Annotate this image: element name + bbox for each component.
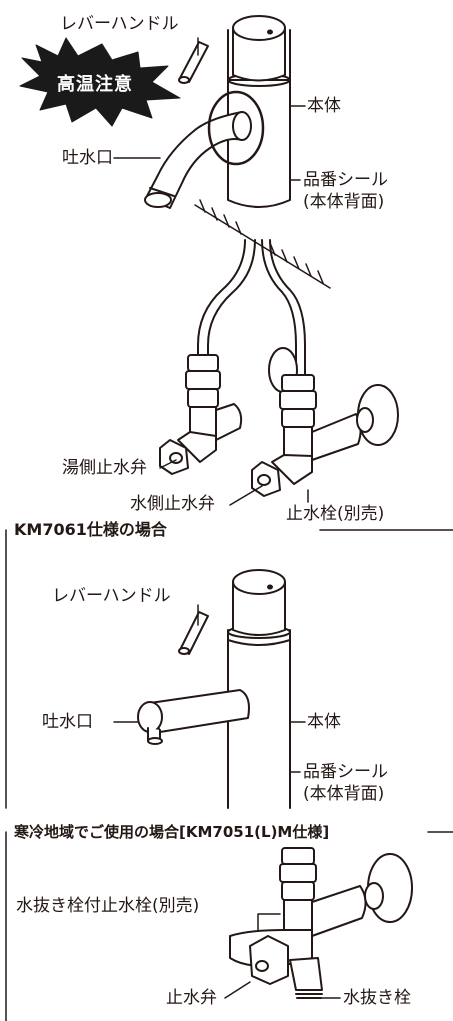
faucet-km7061-illustration <box>137 569 291 809</box>
label-part-number-seal-location-2: (本体背面) <box>303 784 385 804</box>
label-stop-valve: 止水栓(別売) <box>286 504 385 524</box>
label-lever-handle: レバーハンドル <box>60 14 179 34</box>
label-cold-side-valve: 水側止水弁 <box>130 494 215 514</box>
section2-heading: KM7061仕様の場合 <box>14 520 170 540</box>
section2-frame <box>5 529 453 809</box>
label-part-number-seal-location: (本体背面) <box>303 192 385 212</box>
label-hot-side-valve: 湯側止水弁 <box>62 458 147 478</box>
leader-lines-2 <box>113 604 306 773</box>
high-temp-warning: 高温注意 <box>57 74 133 95</box>
faucet-main-illustration <box>144 15 291 209</box>
drain-valve-illustration <box>229 847 413 999</box>
label-spout-2: 吐水口 <box>42 712 93 732</box>
section3-frame <box>5 831 453 1021</box>
cold-valve-assembly <box>251 374 399 497</box>
label-part-number-seal: 品番シール <box>303 170 388 190</box>
starburst-icon <box>19 37 181 127</box>
supply-hoses <box>197 239 306 376</box>
spout-highlight-ellipse <box>207 90 265 166</box>
label-body-2: 本体 <box>307 712 341 732</box>
label-body: 本体 <box>307 96 341 116</box>
label-part-number-seal-2: 品番シール <box>303 762 388 782</box>
label-spout: 吐水口 <box>62 148 113 168</box>
hot-valve-assembly <box>159 354 243 475</box>
leader-lines-3 <box>224 913 341 999</box>
label-lever-handle-2: レバーハンドル <box>52 586 171 606</box>
label-drain-plug: 水抜き栓 <box>343 988 411 1008</box>
leader-lines-1 <box>113 37 309 506</box>
label-stop-valve-3: 止水弁 <box>166 988 217 1008</box>
section3-heading: 寒冷地域でご使用の場合[KM7051(L)M仕様] <box>14 822 333 842</box>
label-drain-stop-valve: 水抜き栓付止水栓(別売) <box>16 896 200 916</box>
